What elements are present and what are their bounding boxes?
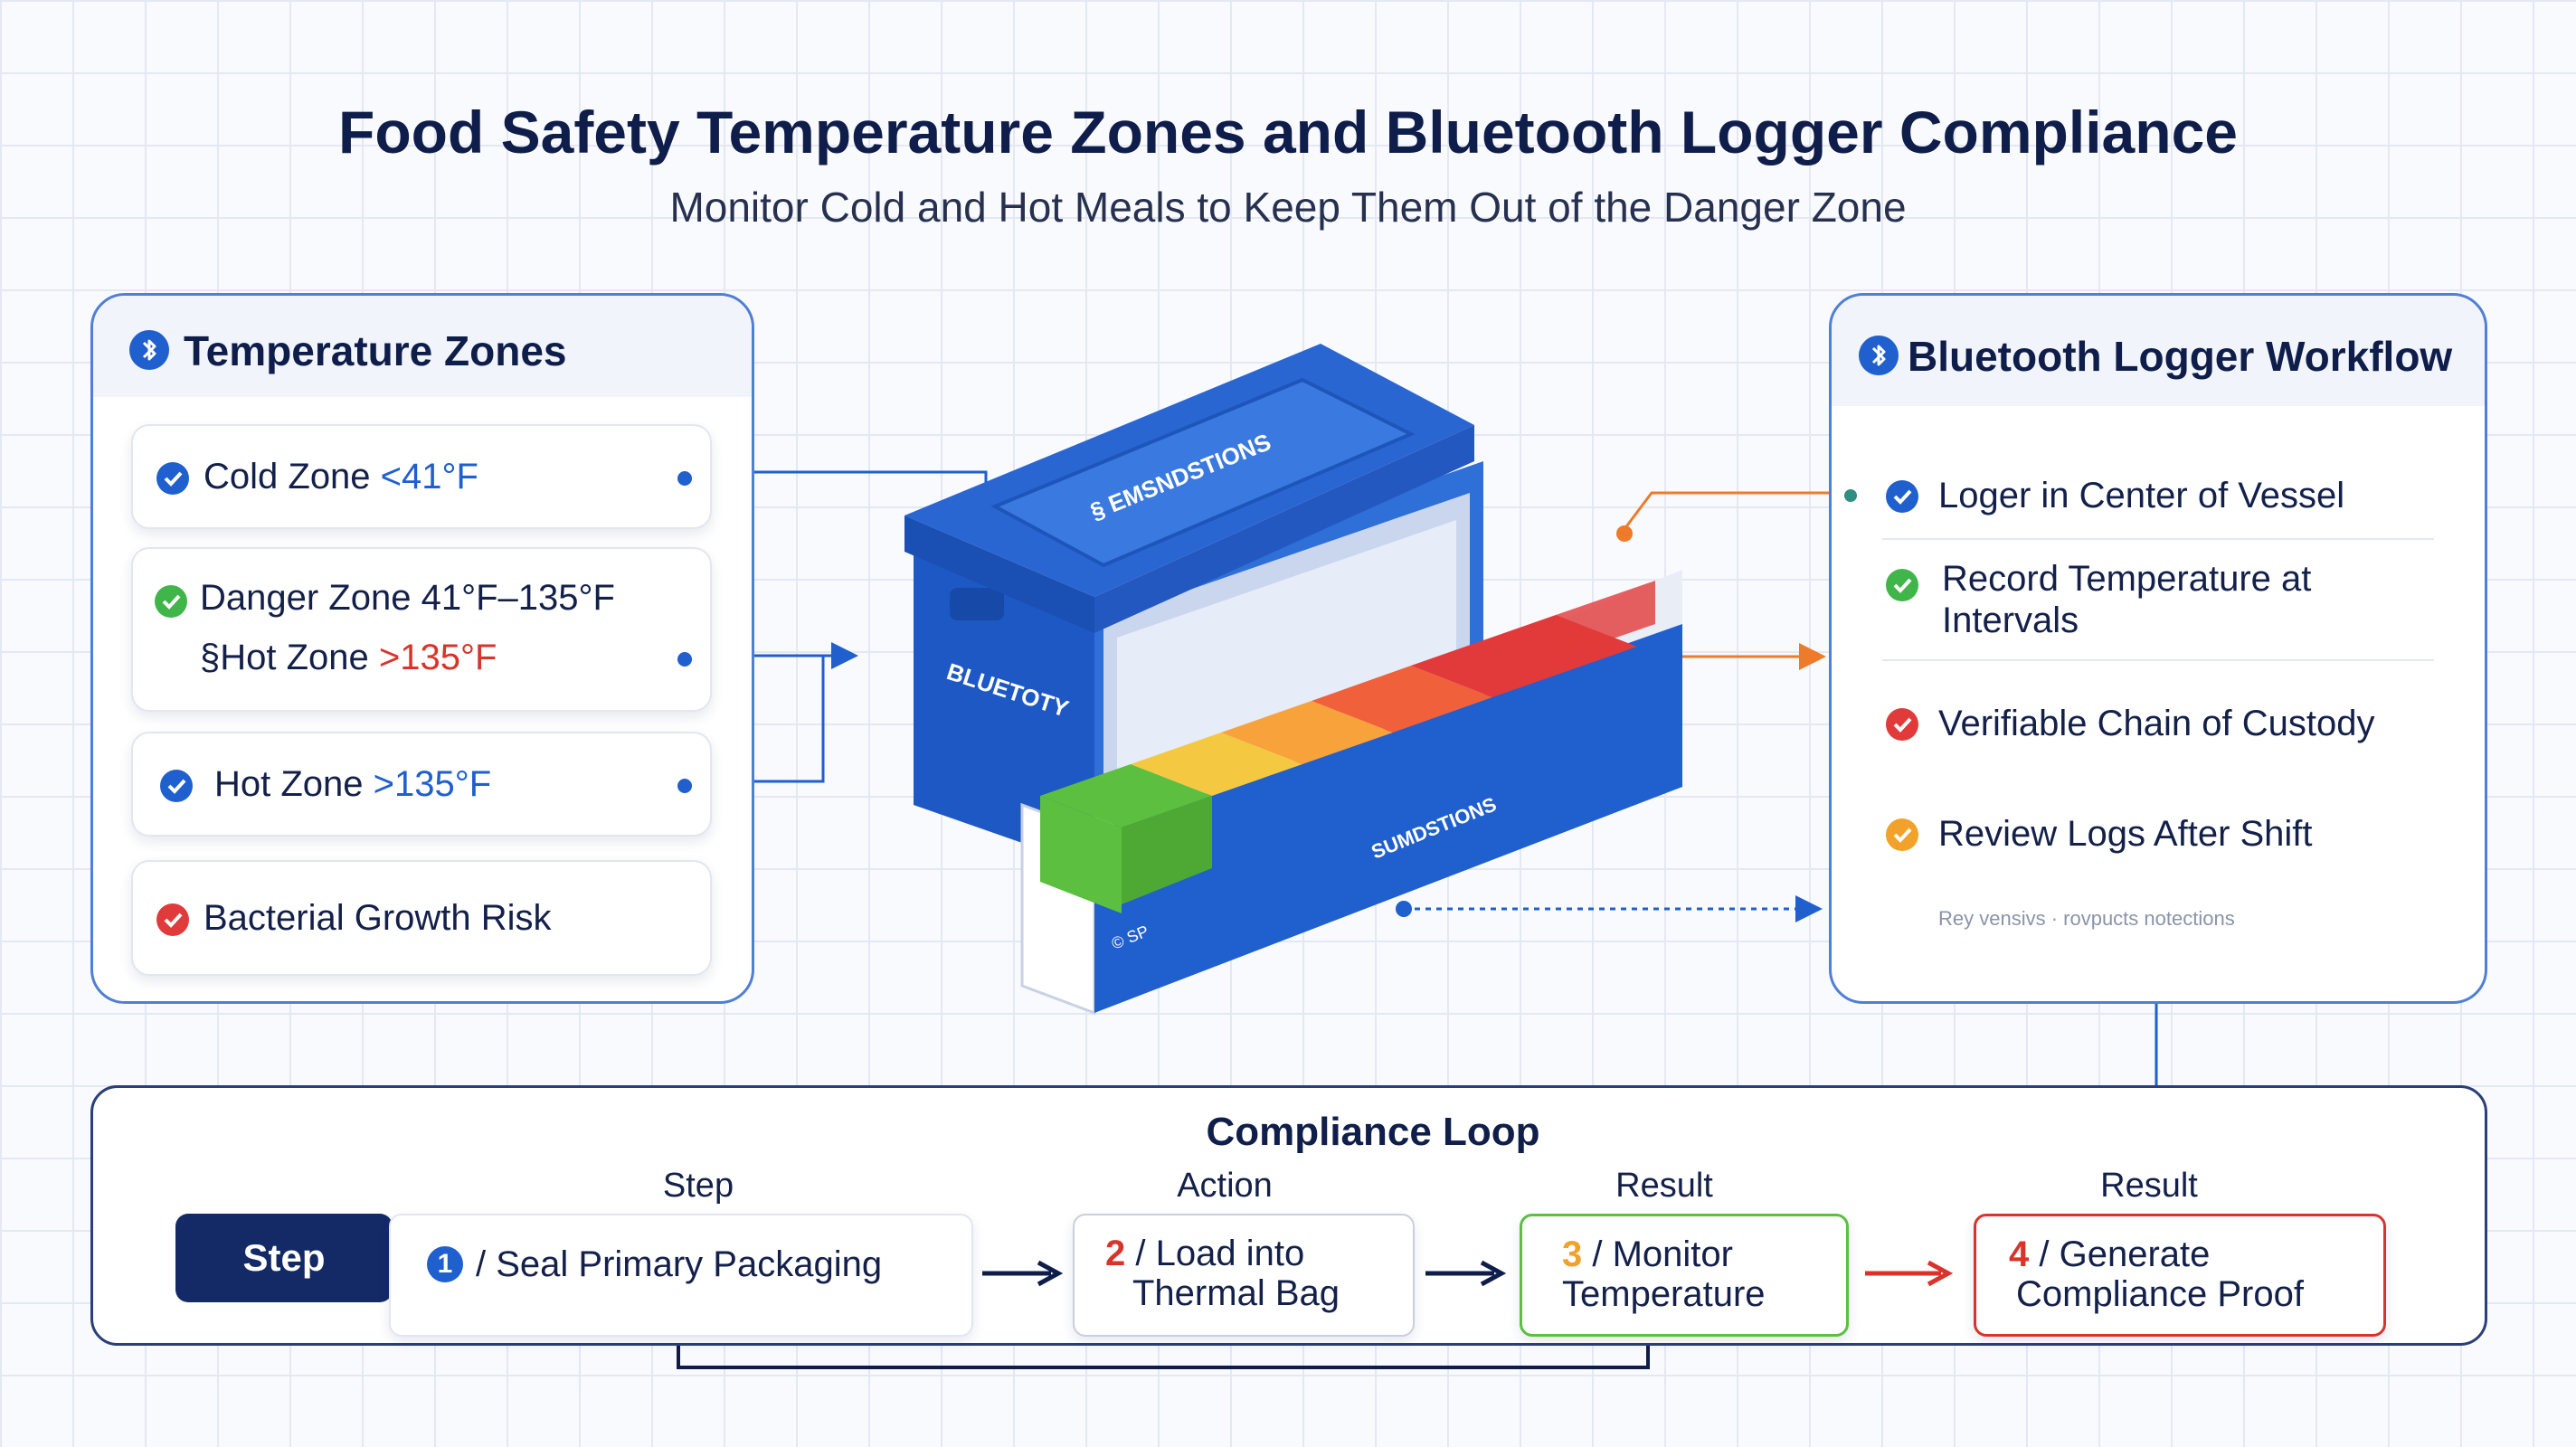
check-icon xyxy=(1886,569,1918,601)
divider xyxy=(1882,659,2434,661)
column-result-1: Result xyxy=(1615,1167,1713,1205)
step-3-box: 3 / Monitor Temperature xyxy=(1520,1214,1849,1337)
bacterial-risk-label: Bacterial Growth Risk xyxy=(204,898,552,938)
cooler-illustration: § EMSNDSTIONS BLUETOTY SUMDSTIONS © SP xyxy=(904,344,1682,1016)
connector-dot xyxy=(1844,489,1857,502)
bacterial-risk-card: Bacterial Growth Risk xyxy=(131,860,712,976)
arrow-2-3 xyxy=(1425,1260,1507,1287)
step-2-line-2: Thermal Bag xyxy=(1132,1273,1340,1313)
column-step: Step xyxy=(662,1167,734,1205)
divider xyxy=(1882,538,2434,540)
step-3-line-1: 3 / Monitor xyxy=(1562,1234,1733,1274)
cold-zone-card: Cold Zone <41°F xyxy=(131,424,712,529)
column-result-2: Result xyxy=(2100,1167,2198,1205)
arrow-1-2 xyxy=(982,1260,1064,1287)
arrow-3-4 xyxy=(1865,1260,1954,1287)
heat-front-green xyxy=(1040,796,1122,913)
step-badge: Step xyxy=(175,1214,393,1302)
step-1-number: 1 xyxy=(427,1246,463,1282)
workflow-panel: Bluetooth Logger Workflow Loger in Cente… xyxy=(1829,293,2487,1004)
workflow-footnote: Rey vensivs · rovpucts notections xyxy=(1938,907,2235,930)
workflow-item-2: Record Temperature at Intervals xyxy=(1942,559,2312,640)
step-1-box: 1 / Seal Primary Packaging xyxy=(389,1214,973,1337)
panel-header xyxy=(93,296,752,397)
temperature-zones-panel: Temperature Zones Cold Zone <41°F Danger… xyxy=(90,293,754,1004)
column-action: Action xyxy=(1177,1167,1273,1205)
workflow-item-1: Loger in Center of Vessel xyxy=(1938,476,2345,515)
alert-icon xyxy=(1886,708,1918,741)
alert-icon xyxy=(156,903,189,936)
connector-logger xyxy=(1623,491,1836,530)
workflow-item-4: Review Logs After Shift xyxy=(1938,814,2313,854)
heat-segment-green xyxy=(1040,764,1212,828)
hot-zone-inline-label: §Hot Zone >135°F xyxy=(200,638,497,677)
step-1-text: / Seal Primary Packaging xyxy=(476,1244,883,1284)
hot-zone-label: Hot Zone >135°F xyxy=(214,764,492,804)
hot-zone-card: Hot Zone >135°F xyxy=(131,732,712,837)
connector-dot xyxy=(677,471,692,486)
heat-front-side xyxy=(1122,796,1212,904)
step-4-line-2: Compliance Proof xyxy=(2016,1274,2304,1314)
page-title: Food Safety Temperature Zones and Blueto… xyxy=(338,99,2238,166)
danger-zone-card: Danger Zone 41°F–135°F §Hot Zone >135°F xyxy=(131,547,712,712)
compliance-title: Compliance Loop xyxy=(1206,1110,1540,1154)
check-icon xyxy=(1886,480,1918,513)
heat-segment-yellow xyxy=(1131,733,1302,796)
panel-title: Temperature Zones xyxy=(184,327,567,374)
step-4-line-1: 4 / Generate xyxy=(2009,1234,2211,1274)
page-subtitle: Monitor Cold and Hot Meals to Keep Them … xyxy=(669,184,1907,231)
heat-segment-orange-red xyxy=(1312,666,1492,733)
heat-segment-orange xyxy=(1221,701,1393,764)
check-icon xyxy=(155,585,187,618)
bluetooth-icon xyxy=(1859,336,1899,375)
panel-title: Bluetooth Logger Workflow xyxy=(1908,333,2453,380)
danger-zone-label: Danger Zone 41°F–135°F xyxy=(200,578,615,618)
step-4-box: 4 / Generate Compliance Proof xyxy=(1974,1214,2386,1337)
heat-front-red xyxy=(1556,581,1655,658)
check-icon xyxy=(160,770,193,802)
cold-zone-label: Cold Zone <41°F xyxy=(204,457,478,497)
connector-dot xyxy=(677,652,692,667)
check-icon xyxy=(156,462,189,495)
check-icon xyxy=(1886,818,1918,851)
workflow-item-3: Verifiable Chain of Custody xyxy=(1938,704,2375,743)
step-3-line-2: Temperature xyxy=(1562,1274,1766,1314)
step-2-line-1: 2 / Load into xyxy=(1105,1234,1305,1273)
bluetooth-icon xyxy=(129,330,169,370)
loop-bracket xyxy=(677,1337,1650,1369)
connector-dot xyxy=(677,779,692,793)
panel-header xyxy=(1832,296,2485,406)
step-2-box: 2 / Load into Thermal Bag xyxy=(1073,1214,1415,1337)
